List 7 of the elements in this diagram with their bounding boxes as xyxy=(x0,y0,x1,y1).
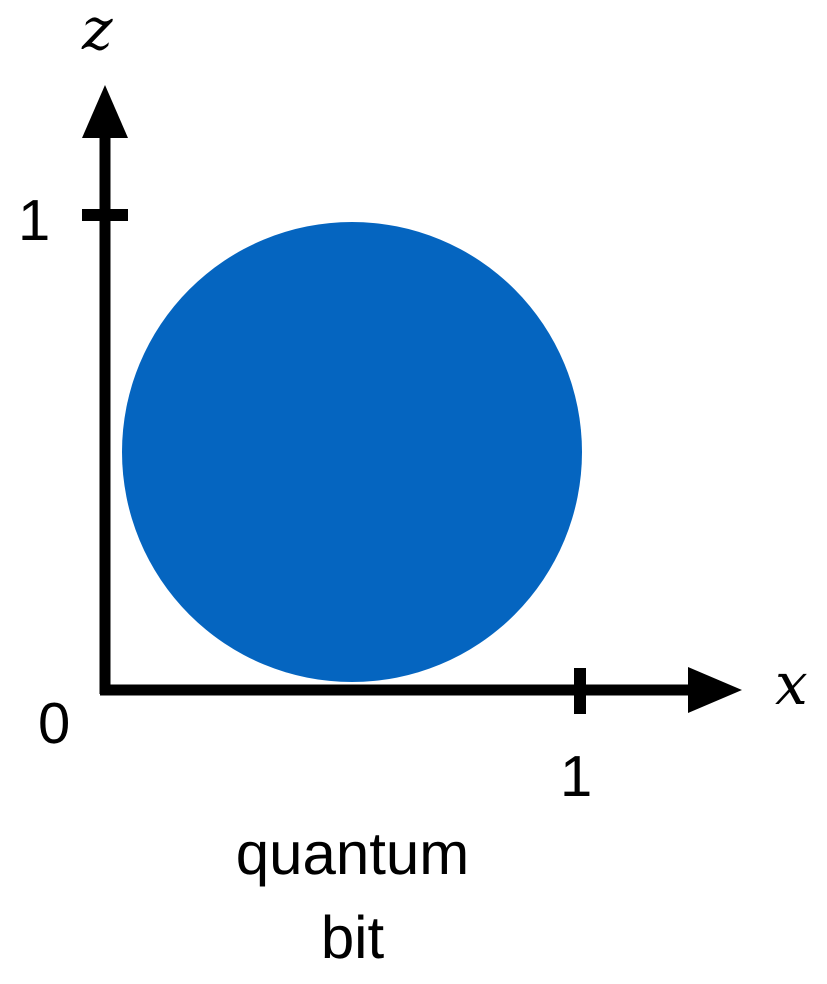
caption: quantum bit xyxy=(234,819,470,973)
tick-label: 1 xyxy=(560,748,592,806)
tick-label: 0 xyxy=(38,695,70,753)
axis-label: z xyxy=(82,0,113,58)
filled-circle xyxy=(122,222,582,682)
axis-label: x xyxy=(775,655,808,713)
tick-label: 1 xyxy=(18,192,50,250)
